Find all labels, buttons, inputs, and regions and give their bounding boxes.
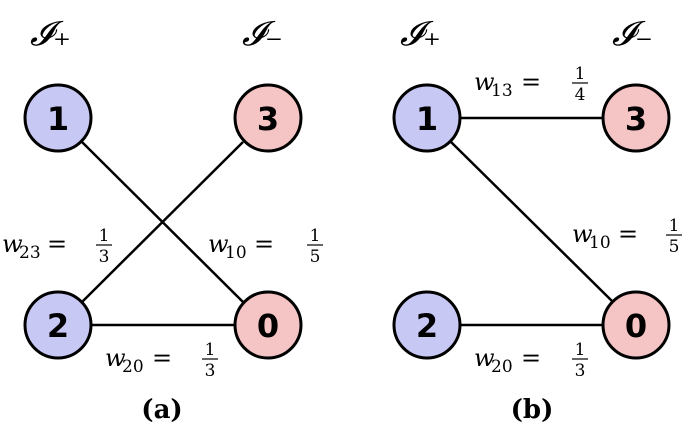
weight-den: 5	[310, 247, 321, 267]
weight-sub: 10	[589, 233, 611, 253]
weight-var: w	[474, 344, 495, 372]
weight-eq: =	[618, 220, 638, 248]
set-label-minus-a: 𝓘₋	[242, 14, 283, 54]
weight-den: 3	[99, 247, 110, 267]
node-2-a-label: 2	[47, 307, 69, 345]
edge-weight-w10-b: w 10 = 1 5	[572, 216, 682, 257]
node-1-a	[23, 83, 93, 153]
weight-sub: 20	[122, 357, 144, 377]
node-3-a	[233, 83, 303, 153]
node-3-b	[601, 83, 671, 153]
set-label-minus-b: 𝓘₋	[612, 14, 653, 54]
edge-weight-w20-a: w 20 = 1 3	[105, 340, 218, 381]
weight-den: 3	[205, 361, 216, 381]
edge-weight-w23-a: w 23 = 1 3	[2, 226, 112, 267]
edge-weight-w10-a: w 10 = 1 5	[208, 226, 323, 267]
weight-var: w	[105, 344, 126, 372]
node-0-a-label: 0	[257, 307, 279, 345]
edge-weight-w13-b: w 13 = 1 4	[474, 64, 588, 105]
panel-b: 𝓘₊ 𝓘₋ 1 3 2 0 w 13 = 1 4 w 10 = 1 5	[392, 14, 682, 425]
node-1-b	[392, 83, 462, 153]
weight-var: w	[2, 230, 23, 258]
weight-sub: 20	[491, 357, 513, 377]
weight-eq: =	[47, 230, 67, 258]
panel-a: 𝓘₊ 𝓘₋ 1 3 2 0 w 23 = 1 3 w 10 = 1 5	[2, 14, 323, 425]
caption-a: (a)	[141, 395, 182, 425]
weight-eq: =	[521, 68, 541, 96]
node-3-a-label: 3	[257, 100, 279, 138]
node-2-a	[23, 290, 93, 360]
weight-num: 1	[669, 216, 680, 236]
node-0-b-label: 0	[625, 307, 647, 345]
edge-1-0-b	[450, 141, 614, 303]
weight-num: 1	[310, 226, 321, 246]
weight-num: 1	[99, 226, 110, 246]
weight-sub: 13	[491, 81, 513, 101]
node-1-b-label: 1	[416, 100, 438, 138]
node-3-b-label: 3	[625, 100, 647, 138]
weight-var: w	[474, 68, 495, 96]
weight-num: 1	[575, 340, 586, 360]
node-2-b-label: 2	[416, 307, 438, 345]
set-label-plus-b: 𝓘₊	[400, 14, 441, 54]
node-2-b	[392, 290, 462, 360]
weight-sub: 10	[225, 243, 247, 263]
weight-den: 3	[575, 361, 586, 381]
caption-b: (b)	[511, 395, 554, 425]
weight-eq: =	[152, 344, 172, 372]
weight-den: 5	[669, 237, 680, 257]
weight-var: w	[572, 220, 593, 248]
weight-den: 4	[575, 85, 586, 105]
weight-eq: =	[254, 230, 274, 258]
node-1-a-label: 1	[47, 100, 69, 138]
weight-num: 1	[205, 340, 216, 360]
edge-weight-w20-b: w 20 = 1 3	[474, 340, 588, 381]
node-0-a	[233, 290, 303, 360]
edge-2-3-a	[81, 141, 244, 303]
weight-eq: =	[521, 344, 541, 372]
set-label-plus-a: 𝓘₊	[30, 14, 71, 54]
node-0-b	[601, 290, 671, 360]
weight-num: 1	[575, 64, 586, 84]
weight-var: w	[208, 230, 229, 258]
weight-sub: 23	[19, 243, 41, 263]
